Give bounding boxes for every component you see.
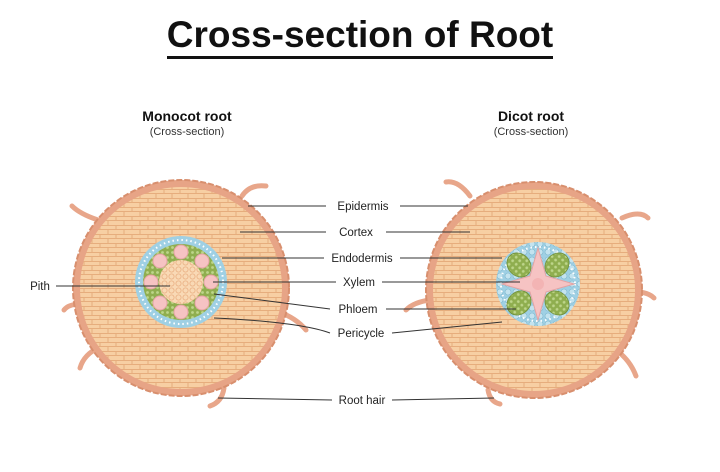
monocot-pith (159, 260, 203, 304)
label-pericycle: Pericycle (338, 328, 385, 340)
monocot-title: Monocot root (142, 108, 232, 124)
leader-lines (56, 205, 520, 401)
dicot-root (403, 179, 657, 407)
dicot-title: Dicot root (497, 108, 565, 124)
page-title-text: Cross-section of Root (166, 14, 554, 59)
label-xylem: Xylem (343, 277, 375, 289)
label-cortex: Cortex (339, 227, 373, 239)
labels: Epidermis Cortex Endodermis Xylem Phloem… (30, 201, 393, 407)
label-phloem: Phloem (339, 304, 378, 316)
label-epidermis: Epidermis (337, 201, 388, 213)
label-pith: Pith (30, 281, 50, 293)
label-endodermis: Endodermis (331, 253, 393, 265)
monocot-subtitle: (Cross-section) (149, 126, 225, 138)
monocot-xylem (143, 244, 219, 320)
monocot-heading: Monocot root (Cross-section) (77, 108, 297, 138)
label-root-hair: Root hair (339, 395, 386, 407)
dicot-heading: Dicot root (Cross-section) (421, 108, 641, 138)
monocot-root (61, 179, 309, 409)
page-title: Cross-section of Root (0, 14, 720, 59)
dicot-subtitle: (Cross-section) (493, 126, 569, 138)
